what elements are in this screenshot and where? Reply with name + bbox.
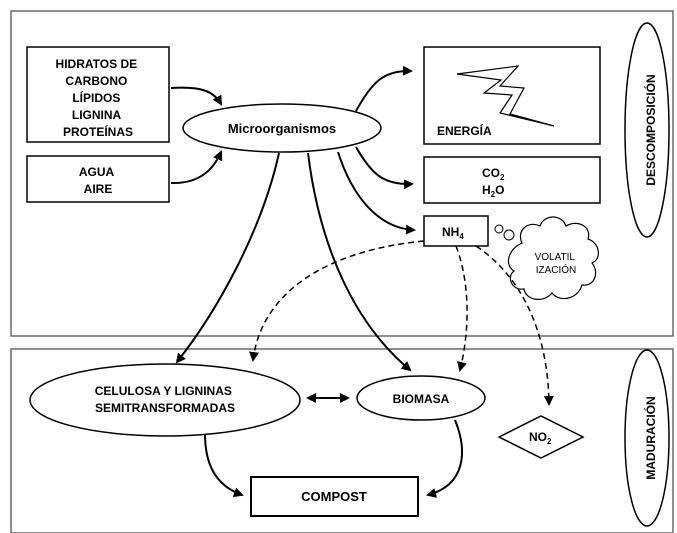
co2-text: CO: [482, 166, 500, 180]
volatilization-cloud: [507, 216, 599, 300]
no2-node: [497, 415, 585, 459]
nh4-text: NH: [442, 225, 459, 239]
bubble-dot-2: [503, 229, 515, 241]
lightning-bolt-icon: [456, 65, 555, 127]
co2-subscript: 2: [500, 173, 505, 182]
bubble-dot-1: [494, 224, 504, 234]
no2-label: NO2: [529, 430, 552, 446]
water-air-box: [26, 155, 170, 203]
compost-label: COMPOST: [301, 489, 367, 504]
no2-subscript: 2: [547, 437, 552, 446]
organic-line-4: LIGNINA: [72, 108, 122, 122]
co2-label: CO2: [482, 166, 505, 182]
arrow-microorganisms-to-nh4: [337, 151, 416, 235]
no2-text: NO: [529, 430, 547, 444]
volatilization-label: VOLATIL IZACIÓN: [535, 252, 578, 276]
microorganisms-node: [182, 103, 382, 153]
cellulose-line-1: CELULOSA Y LIGNINAS: [95, 384, 232, 398]
cellulose-lignin-node: [29, 363, 301, 437]
decomposition-label: DESCOMPOSICIÓN: [643, 74, 658, 185]
arrow-microorganisms-to-co2: [355, 146, 414, 190]
biomass-node: [356, 375, 486, 421]
maturation-label-ellipse: [624, 349, 670, 527]
organic-line-3: LÍPIDOS: [72, 90, 120, 105]
arrow-organic-to-microorganisms: [170, 86, 223, 106]
h2o-tail: O: [495, 183, 504, 197]
maturation-label: MADURACIÓN: [643, 396, 658, 479]
compost-box: [250, 476, 419, 517]
volatilization-line-2: IZACIÓN: [536, 263, 577, 276]
organic-matter-label: HIDRATOS DE CARBONO LÍPIDOS LIGNINA PROT…: [56, 57, 141, 139]
microorganisms-label: Microorganismos: [228, 121, 336, 136]
cellulose-lignin-label: CELULOSA Y LIGNINAS SEMITRANSFORMADAS: [95, 384, 235, 415]
energy-label: ENERGÍA: [437, 123, 492, 138]
dashed-arrow-nh4-to-cellulose: [249, 240, 425, 362]
arrow-cellulose-to-compost: [204, 433, 244, 498]
organic-matter-box: [26, 46, 170, 143]
arrow-water-air-to-microorganisms: [170, 150, 223, 185]
nh4-label: NH4: [442, 225, 464, 241]
co2-h2o-box: [423, 156, 601, 204]
decomposition-label-ellipse: [624, 22, 670, 238]
arrow-biomass-to-compost: [426, 419, 463, 498]
arrow-microorganisms-to-cellulose: [175, 152, 280, 364]
volatilization-line-1: VOLATIL: [535, 252, 576, 263]
decomposition-panel: [10, 10, 674, 337]
water-air-label: AGUA AIRE: [79, 165, 117, 196]
cellulose-line-2: SEMITRANSFORMADAS: [95, 401, 235, 415]
organic-line-1: HIDRATOS DE: [56, 57, 138, 71]
air-line: AIRE: [84, 182, 113, 196]
nh4-subscript: 4: [459, 232, 464, 241]
dashed-arrow-nh4-to-no2: [475, 245, 554, 406]
arrow-microorganisms-to-biomass: [307, 152, 412, 372]
organic-line-5: PROTEÍNAS: [63, 124, 133, 139]
dashed-arrow-nh4-to-biomass: [455, 245, 468, 372]
arrow-microorganisms-to-energy: [355, 65, 413, 112]
organic-line-2: CARBONO: [65, 74, 127, 88]
water-line: AGUA: [79, 165, 115, 179]
h2o-subscript: 2: [491, 190, 496, 199]
biomass-label: BIOMASA: [393, 392, 450, 406]
h2o-label: H2O: [482, 183, 504, 199]
maturation-panel: [10, 348, 674, 533]
h2o-text: H: [482, 183, 491, 197]
